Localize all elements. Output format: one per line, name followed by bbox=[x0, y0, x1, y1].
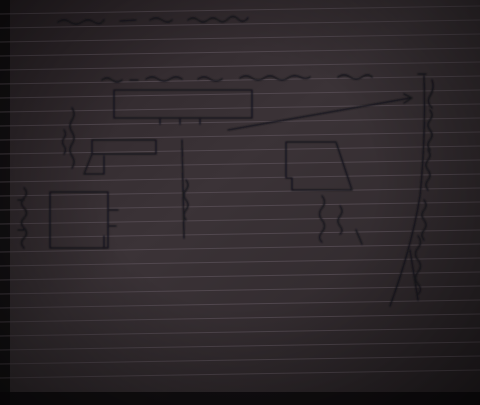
left-dark-edge bbox=[0, 0, 10, 405]
bottom-dark-edge bbox=[0, 392, 480, 405]
